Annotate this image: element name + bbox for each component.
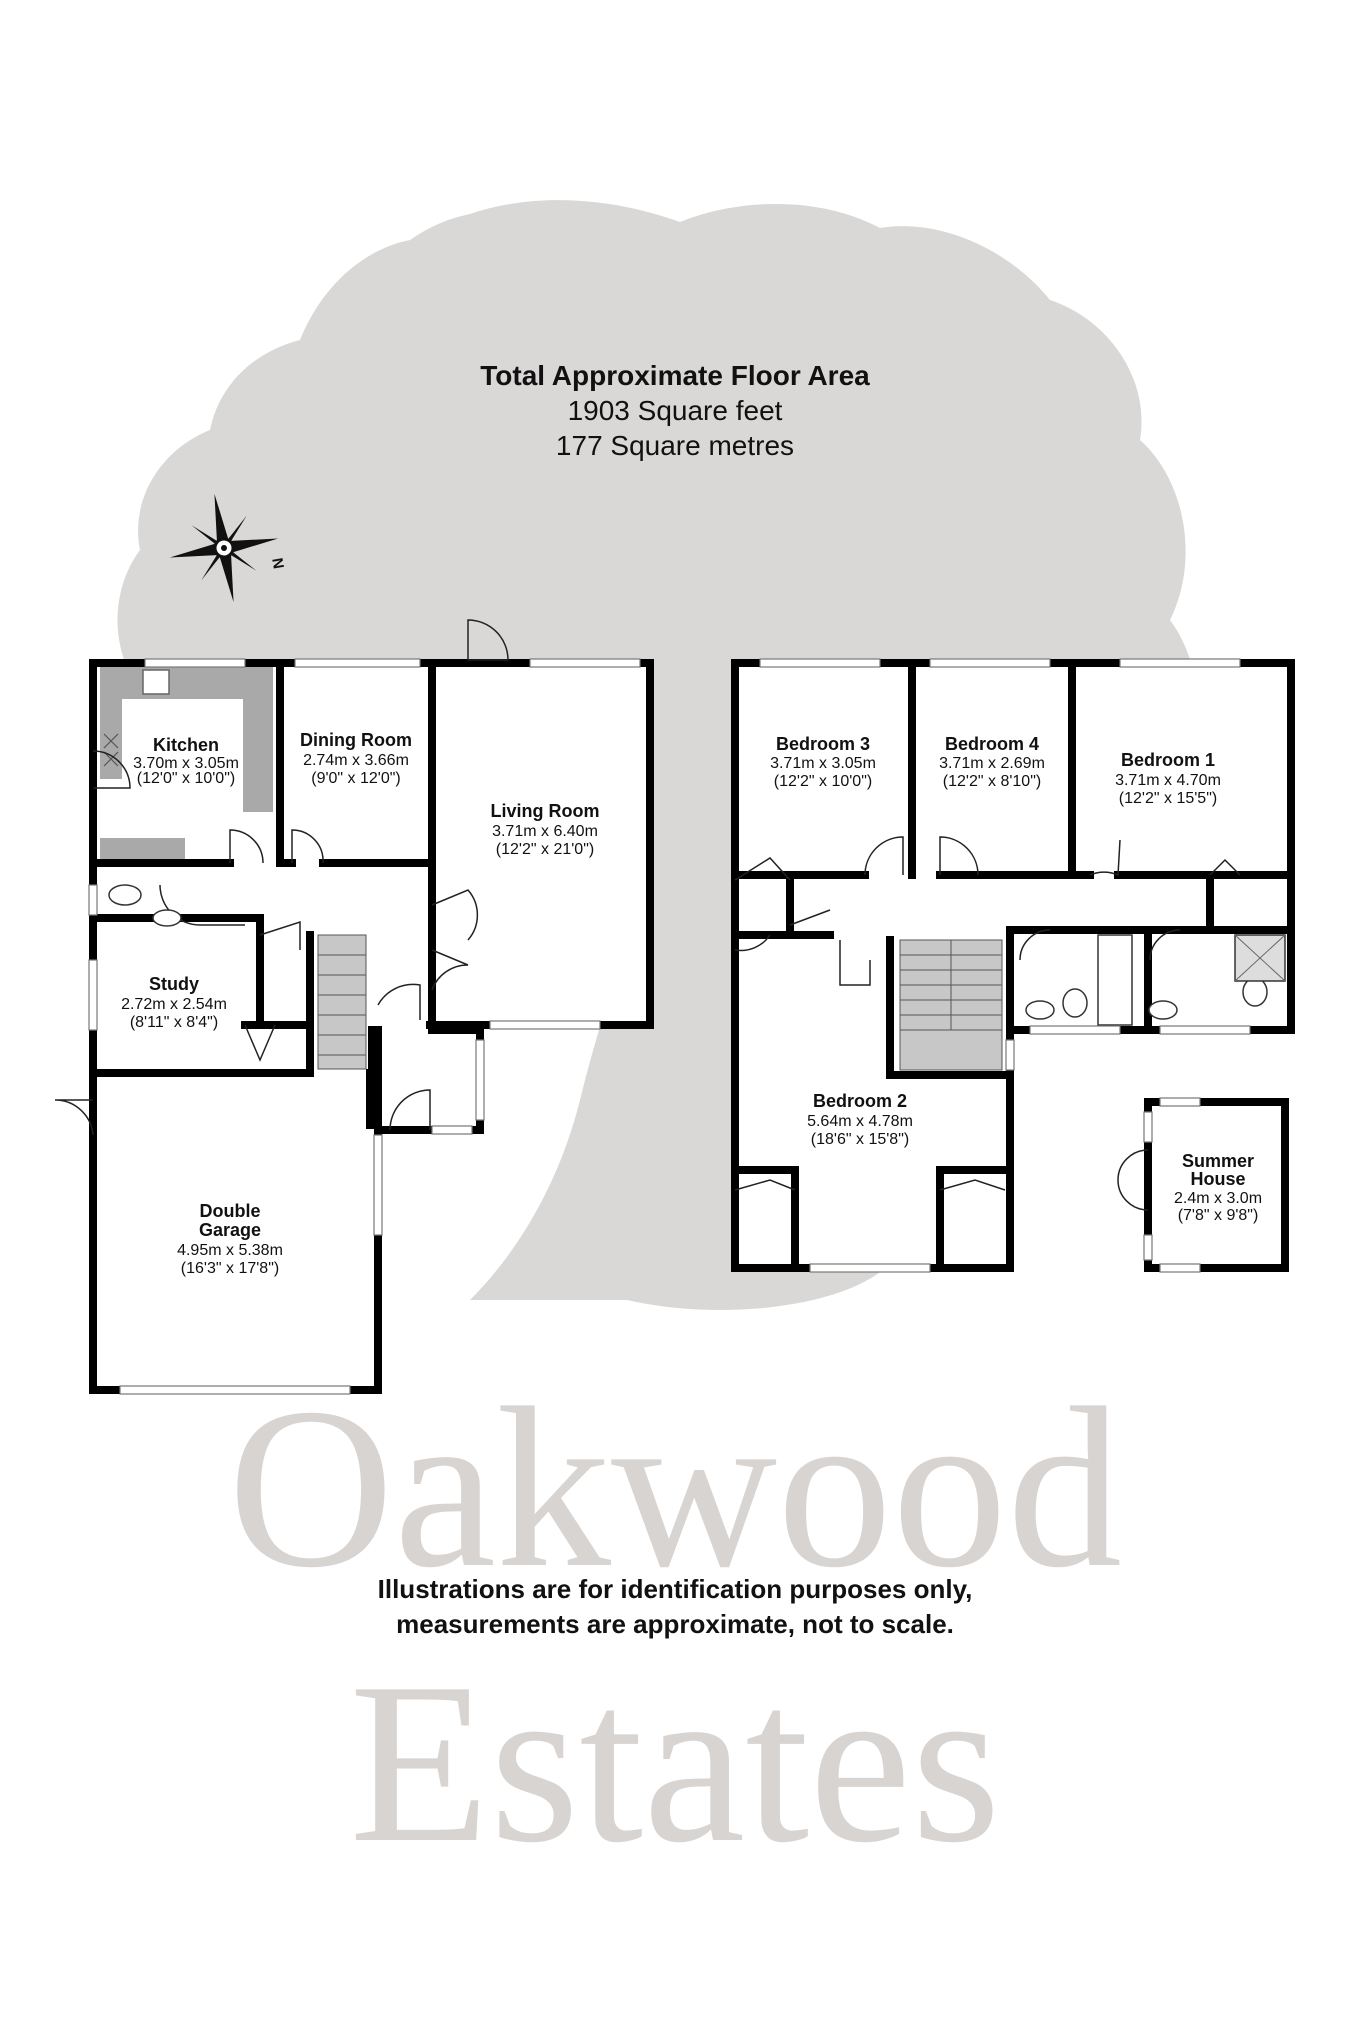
bedroom1-imperial: (12'2" x 15'5") <box>1119 790 1217 807</box>
bedroom3-name: Bedroom 3 <box>776 734 870 754</box>
garage-metric: 4.95m x 5.38m <box>177 1242 283 1259</box>
room-bedroom2: Bedroom 2 5.64m x 4.78m (18'6" x 15'8") <box>807 1091 913 1148</box>
kitchen-metric: 3.70m x 3.05m <box>133 755 239 772</box>
garage-name-2: Garage <box>199 1220 261 1240</box>
room-garage: Double Garage 4.95m x 5.38m (16'3" x 17'… <box>177 1201 283 1277</box>
room-living: Living Room 3.71m x 6.40m (12'2" x 21'0"… <box>491 801 600 858</box>
watermark-line-1: Oakwood <box>228 1360 1122 1615</box>
summer-house-name-2: House <box>1190 1169 1245 1189</box>
dining-imperial: (9'0" x 12'0") <box>311 770 401 787</box>
bedroom3-imperial: (12'2" x 10'0") <box>774 773 872 790</box>
compass-north-label: N <box>268 557 287 571</box>
study-name: Study <box>149 974 199 994</box>
staircase-first <box>899 939 1003 1071</box>
kitchen-imperial: (12'0" x 10'0") <box>137 770 235 787</box>
bedroom2-name: Bedroom 2 <box>813 1091 907 1111</box>
bedroom4-metric: 3.71m x 2.69m <box>939 755 1045 772</box>
garage-imperial: (16'3" x 17'8") <box>181 1260 279 1277</box>
summer-house: Summer House 2.4m x 3.0m (7'8" x 9'8") <box>1117 1097 1289 1273</box>
floor-area-sqft: 1903 Square feet <box>568 395 783 426</box>
bedroom2-imperial: (18'6" x 15'8") <box>811 1131 909 1148</box>
study-metric: 2.72m x 2.54m <box>121 996 227 1013</box>
kitchen-name: Kitchen <box>153 735 219 755</box>
bedroom1-name: Bedroom 1 <box>1121 750 1215 770</box>
watermark: Oakwood Estates <box>228 1360 1122 1890</box>
compass-icon <box>169 493 279 603</box>
dining-metric: 2.74m x 3.66m <box>303 752 409 769</box>
sink-icon <box>142 669 170 695</box>
floor-area-sqm: 177 Square metres <box>556 430 794 461</box>
bath-icon <box>1097 934 1133 1026</box>
bedroom1-metric: 3.71m x 4.70m <box>1115 772 1221 789</box>
living-name: Living Room <box>491 801 600 821</box>
kitchen-worktop-side <box>243 667 273 812</box>
dining-name: Dining Room <box>300 730 412 750</box>
study-imperial: (8'11" x 8'4") <box>130 1014 218 1031</box>
garage-name-1: Double <box>200 1201 261 1221</box>
living-metric: 3.71m x 6.40m <box>492 823 598 840</box>
watermark-line-2: Estates <box>349 1635 1000 1890</box>
disclaimer: Illustrations are for identification pur… <box>378 1574 973 1639</box>
room-study: Study 2.72m x 2.54m (8'11" x 8'4") <box>121 974 227 1031</box>
bedroom3-metric: 3.71m x 3.05m <box>770 755 876 772</box>
kitchen-worktop-left <box>100 699 122 779</box>
first-floor: Bedroom 3 3.71m x 3.05m (12'2" x 10'0") … <box>731 658 1295 1273</box>
living-imperial: (12'2" x 21'0") <box>496 841 594 858</box>
room-bedroom3: Bedroom 3 3.71m x 3.05m (12'2" x 10'0") <box>770 734 876 790</box>
summer-house-metric: 2.4m x 3.0m <box>1174 1190 1262 1207</box>
floor-area-header: Total Approximate Floor Area 1903 Square… <box>480 360 870 461</box>
floor-area-title: Total Approximate Floor Area <box>480 360 870 391</box>
hob-icon <box>103 733 119 767</box>
bedroom4-name: Bedroom 4 <box>945 734 1039 754</box>
ground-floor: Kitchen 3.70m x 3.05m (12'0" x 10'0") Di… <box>54 619 654 1395</box>
bedroom4-imperial: (12'2" x 8'10") <box>943 773 1041 790</box>
staircase-ground <box>317 934 367 1070</box>
summer-house-name-1: Summer <box>1182 1151 1254 1171</box>
room-bedroom1: Bedroom 1 3.71m x 4.70m (12'2" x 15'5") <box>1115 750 1221 807</box>
disclaimer-line-2: measurements are approximate, not to sca… <box>396 1609 954 1639</box>
summer-house-imperial: (7'8" x 9'8") <box>1178 1207 1259 1224</box>
room-bedroom4: Bedroom 4 3.71m x 2.69m (12'2" x 8'10") <box>939 734 1045 790</box>
room-kitchen: Kitchen 3.70m x 3.05m (12'0" x 10'0") <box>133 735 239 787</box>
disclaimer-line-1: Illustrations are for identification pur… <box>378 1574 973 1604</box>
bedroom2-metric: 5.64m x 4.78m <box>807 1113 913 1130</box>
room-dining: Dining Room 2.74m x 3.66m (9'0" x 12'0") <box>300 730 412 787</box>
